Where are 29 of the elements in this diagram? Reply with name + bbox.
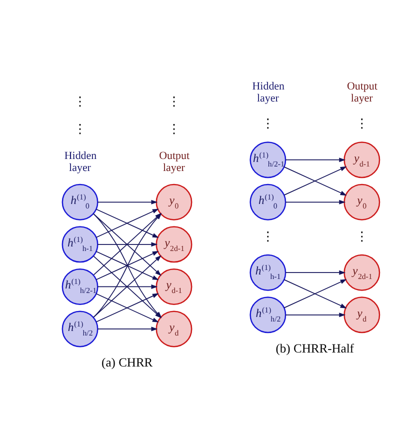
arrow bbox=[285, 270, 346, 274]
arrow bbox=[97, 284, 158, 288]
label: ⋮ bbox=[262, 228, 274, 243]
arrow bbox=[285, 157, 346, 162]
label: ⋮ bbox=[168, 93, 180, 108]
label: ⋮ bbox=[168, 120, 180, 136]
arrow bbox=[285, 199, 346, 204]
label: Hidden layer bbox=[64, 150, 97, 174]
arrow bbox=[96, 208, 159, 238]
arrow bbox=[97, 199, 158, 204]
node-circle: y$_{d-1}$ bbox=[344, 141, 380, 178]
arrow bbox=[285, 312, 346, 317]
arrow bbox=[97, 326, 158, 331]
node-circle: y$_{0}$ bbox=[344, 183, 380, 220]
label: ⋮ bbox=[74, 93, 86, 108]
arrow bbox=[284, 278, 347, 308]
label: Output layer bbox=[347, 80, 378, 104]
label: (b) CHRR-Half bbox=[276, 340, 354, 355]
label: Output layer bbox=[159, 150, 190, 174]
label: ⋮ bbox=[356, 228, 368, 243]
label: (a) CHRR bbox=[102, 354, 153, 369]
label: ⋮ bbox=[262, 115, 274, 130]
arrow bbox=[96, 292, 159, 322]
node-circle: y$_{d}$ bbox=[344, 296, 380, 333]
arrow bbox=[97, 242, 158, 246]
node-circle: y$_{2d-1}$ bbox=[344, 254, 380, 290]
label: Hidden layer bbox=[252, 80, 285, 104]
label: ⋮ bbox=[356, 115, 368, 130]
label: ⋮ bbox=[74, 120, 86, 136]
